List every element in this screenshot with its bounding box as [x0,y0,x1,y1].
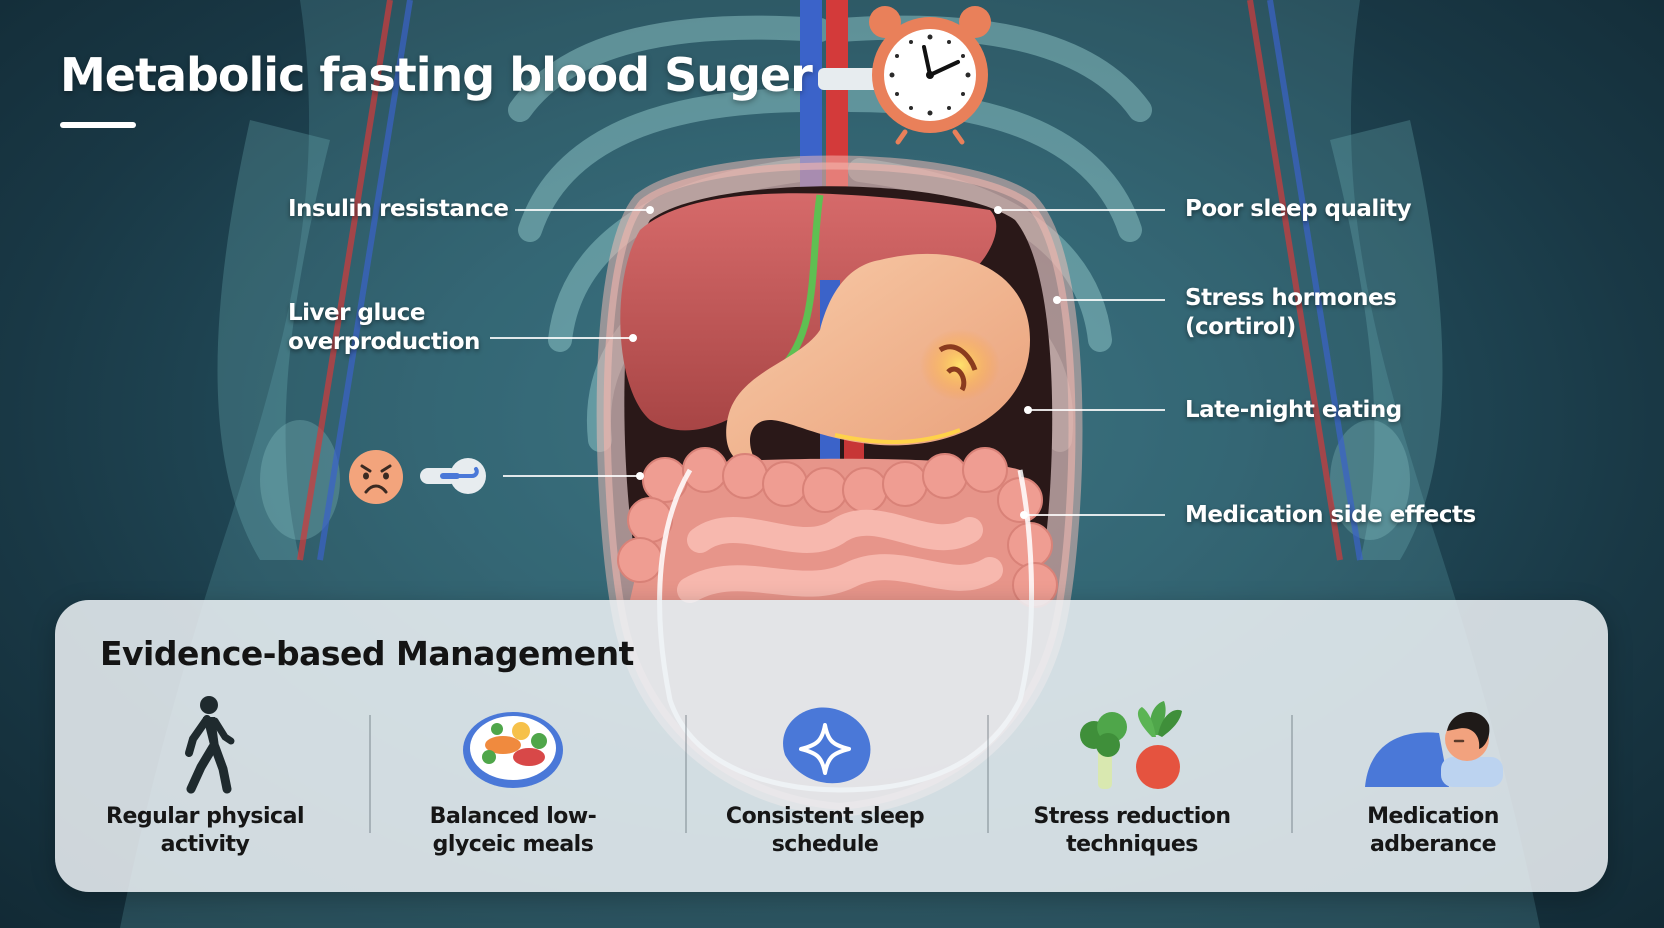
gallbladder-duct [777,194,824,373]
management-panel: Evidence-based Management Regular physic… [55,600,1608,892]
callout-poor-sleep: Poor sleep quality [1185,196,1412,222]
management-item-label: Balanced low- glyceic meals [429,804,597,857]
management-title: Evidence-based Management [100,634,634,673]
management-item-physical-activity: Regular physical activity [75,695,335,875]
vegetables-icon [1080,701,1182,789]
divider [369,715,371,833]
management-item-stress: Stress reduction techniques [1002,695,1262,875]
callout-late-night-eating: Late-night eating [1185,397,1402,423]
divider [1291,715,1293,833]
title-underline [60,122,136,128]
vein-vessel [800,0,822,200]
management-item-label: Consistent sleep schedule [725,804,925,857]
artery-vessel [826,0,848,200]
food-plate-icon [463,712,563,788]
management-item-sleep: Consistent sleep schedule [695,695,955,875]
intestines [617,447,1058,793]
stomach [726,253,1030,462]
callout-stress-hormones: Stress hormones (cortirol) [1185,285,1397,340]
management-item-medication: Medication adberance [1303,695,1563,875]
divider [987,715,989,833]
alarm-clock-icon [818,6,991,145]
management-item-label: Medication adberance [1367,804,1499,857]
sad-face-icon [349,450,403,504]
pill-icon [420,458,486,494]
callout-medication-side-effects: Medication side effects [1185,502,1476,528]
right-arm [1330,120,1443,560]
callout-liver-overproduction: Liver gluce overproduction [288,300,480,355]
stomach-inflammation [920,329,1000,401]
sleeping-person-icon [1365,712,1503,787]
callout-insulin-resistance: Insulin resistance [288,196,509,222]
callout-dots [629,206,1061,519]
callout-lines [490,209,1165,516]
management-item-label: Regular physical activity [106,804,304,857]
management-item-meals: Balanced low- glyceic meals [383,695,643,875]
walking-person-icon [185,696,235,794]
sleep-star-icon [783,707,871,784]
page-title: Metabolic fasting blood Suger [60,48,813,102]
management-item-label: Stress reduction techniques [1033,804,1231,857]
left-arm [217,120,330,560]
divider [685,715,687,833]
